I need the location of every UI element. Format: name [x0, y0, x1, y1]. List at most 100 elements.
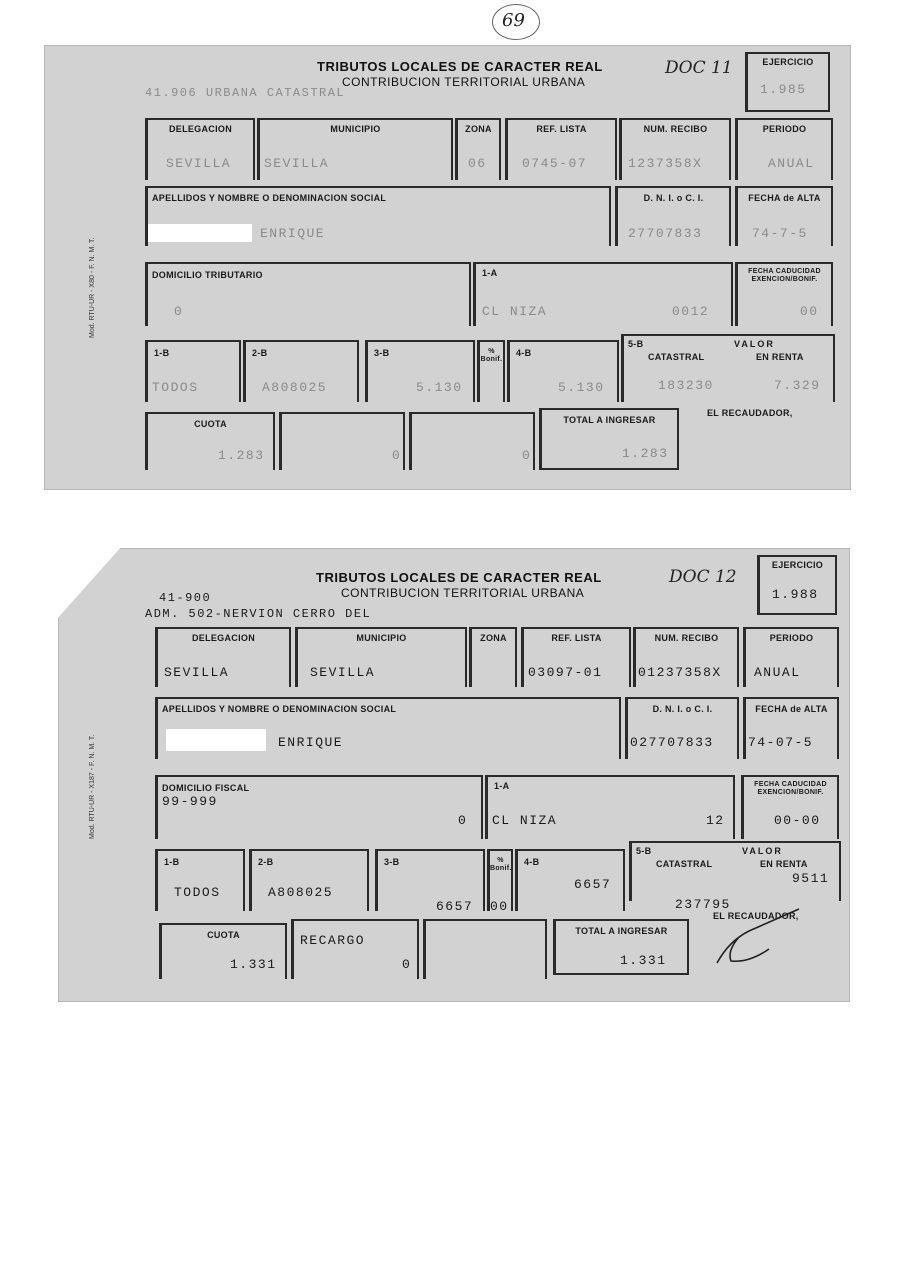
pct-label: % — [488, 348, 495, 355]
code-line-1: 41-900 — [159, 591, 212, 605]
calle-box-2: 1-A CL NIZA 12 — [485, 775, 735, 839]
dni-value: 27707833 — [628, 226, 703, 241]
fecha-alta-label: FECHA de ALTA — [748, 193, 821, 203]
b2-value: A808025 — [262, 380, 328, 395]
c1a-label: 1-A — [482, 268, 498, 278]
domicilio-box-2: DOMICILIO FISCAL 99-999 0 — [155, 775, 483, 839]
cuota-value-2: 1.331 — [230, 957, 277, 972]
doc-note: DOC 11 — [665, 58, 733, 78]
catastral-label: CATASTRAL — [648, 352, 705, 362]
periodo-label: PERIODO — [762, 124, 807, 134]
bonif-box-2: % Bonif. 00 — [487, 849, 513, 914]
zona-box: ZONA 06 — [455, 118, 501, 180]
b3-box-2: 3-B 6657 — [375, 849, 485, 914]
c1a-label-2: 1-A — [494, 781, 510, 791]
delegacion-value: SEVILLA — [166, 156, 232, 171]
calle-value-2: CL NIZA — [492, 813, 558, 828]
page-number: 69 — [502, 10, 525, 31]
delegacion-value-2: SEVILLA — [164, 665, 230, 680]
pct-label-2: % — [497, 857, 504, 864]
b2-label: 2-B — [252, 348, 268, 358]
dni-value-2: 027707833 — [630, 735, 714, 750]
ref-lista-label: REF. LISTA — [536, 124, 587, 134]
dni-label: D. N. I. o C. I. — [643, 193, 704, 203]
num-recibo-label-2: NUM. RECIBO — [654, 633, 719, 643]
num-recibo-box: NUM. RECIBO 1237358X — [619, 118, 731, 180]
c2-box: 0 — [279, 412, 405, 470]
ejercicio-value-2: 1.988 — [772, 587, 819, 602]
fecha-alta-box: FECHA de ALTA 74-7-5 — [735, 186, 833, 246]
b5-label: 5-B — [628, 339, 644, 349]
en-renta-label-2: EN RENTA — [760, 859, 808, 869]
ejercicio-value: 1.985 — [760, 82, 807, 97]
cuota-box: CUOTA 1.283 — [145, 412, 275, 470]
ref-lista-value: 0745-07 — [522, 156, 588, 171]
periodo-box: PERIODO ANUAL — [735, 118, 833, 180]
nombre-value: ENRIQUE — [260, 226, 326, 241]
receipt-title-2: TRIBUTOS LOCALES DE CARACTER REAL — [316, 570, 602, 585]
b4-box: 4-B 5.130 — [507, 340, 619, 402]
municipio-value: SEVILLA — [264, 156, 330, 171]
caducidad-box-2: FECHA CADUCIDAD EXENCION/BONIF. 00-00 — [741, 775, 839, 839]
periodo-value: ANUAL — [768, 156, 815, 171]
b2-value-2: A808025 — [268, 885, 334, 900]
exencion-label: EXENCION/BONIF. — [751, 276, 818, 283]
domicilio-box: DOMICILIO TRIBUTARIO 0 — [145, 262, 471, 326]
municipio-label-2: MUNICIPIO — [356, 633, 407, 643]
num-recibo-value: 1237358X — [628, 156, 703, 171]
apellidos-box: APELLIDOS Y NOMBRE O DENOMINACION SOCIAL… — [145, 186, 611, 246]
total-label-2: TOTAL A INGRESAR — [575, 926, 668, 936]
cuota-label-2: CUOTA — [207, 930, 240, 940]
apellidos-label: APELLIDOS Y NOMBRE O DENOMINACION SOCIAL — [152, 193, 387, 203]
b4-value: 5.130 — [558, 380, 605, 395]
periodo-label-2: PERIODO — [769, 633, 814, 643]
b3-label-2: 3-B — [384, 857, 400, 867]
bonif-label: Bonif. — [480, 356, 503, 363]
ejercicio-label: EJERCICIO — [762, 57, 814, 67]
num-recibo-box-2: NUM. RECIBO 01237358X — [633, 627, 739, 687]
form-code-2: Mod. RTU-UR - X187 - F. N. M. T. — [89, 734, 96, 839]
ref-lista-box-2: REF. LISTA 03097-01 — [521, 627, 631, 687]
municipio-value-2: SEVILLA — [310, 665, 376, 680]
caducidad-label: FECHA CADUCIDAD — [748, 268, 821, 275]
numero-value: 0012 — [672, 304, 710, 319]
caducidad-box: FECHA CADUCIDAD EXENCION/BONIF. 00 — [735, 262, 833, 326]
b1-label-2: 1-B — [164, 857, 180, 867]
domicilio-code-2: 99-999 — [162, 794, 218, 809]
c3-value: 0 — [522, 448, 532, 463]
b1-value-2: TODOS — [174, 885, 221, 900]
renta-value: 7.329 — [774, 378, 821, 393]
receipt-title: TRIBUTOS LOCALES DE CARACTER REAL — [317, 59, 603, 74]
receipt-subtitle-2: CONTRIBUCION TERRITORIAL URBANA — [341, 586, 585, 600]
card-corner-cut — [56, 546, 122, 620]
c3-box: 0 — [409, 412, 535, 470]
renta-value-2: 9511 — [792, 871, 830, 886]
apellidos-box-2: APELLIDOS Y NOMBRE O DENOMINACION SOCIAL… — [155, 697, 621, 759]
dni-label-2: D. N. I. o C. I. — [652, 704, 713, 714]
b4-value-2: 6657 — [574, 877, 612, 892]
ejercicio-label-2: EJERCICIO — [771, 560, 824, 570]
ref-lista-value-2: 03097-01 — [528, 665, 603, 680]
valor-box-2: 5-B VALOR CATASTRAL EN RENTA 9511 — [629, 841, 841, 901]
caducidad-value: 00 — [800, 304, 819, 319]
recaudador-label: EL RECAUDADOR, — [707, 408, 793, 418]
c3-box-2 — [423, 919, 547, 979]
b1-label: 1-B — [154, 348, 170, 358]
recaudador-signature — [716, 908, 800, 964]
page-number-circle — [492, 4, 540, 40]
calle-box: 1-A CL NIZA 0012 — [473, 262, 733, 326]
periodo-box-2: PERIODO ANUAL — [743, 627, 839, 687]
b2-label-2: 2-B — [258, 857, 274, 867]
b3-label: 3-B — [374, 348, 390, 358]
valor-label: VALOR — [734, 339, 775, 349]
en-renta-label: EN RENTA — [756, 352, 804, 362]
valor-box: 5-B VALOR CATASTRAL EN RENTA 183230 7.32… — [621, 334, 835, 402]
zona-value: 06 — [468, 156, 487, 171]
ref-lista-label-2: REF. LISTA — [551, 633, 602, 643]
recargo-box-2: RECARGO 0 — [291, 919, 419, 979]
delegacion-label: DELEGACION — [168, 124, 232, 134]
domicilio-value: 0 — [174, 304, 184, 319]
bonif-value-2: 00 — [490, 899, 509, 914]
total-box: TOTAL A INGRESAR 1.283 — [539, 408, 679, 470]
total-value-2: 1.331 — [620, 953, 667, 968]
